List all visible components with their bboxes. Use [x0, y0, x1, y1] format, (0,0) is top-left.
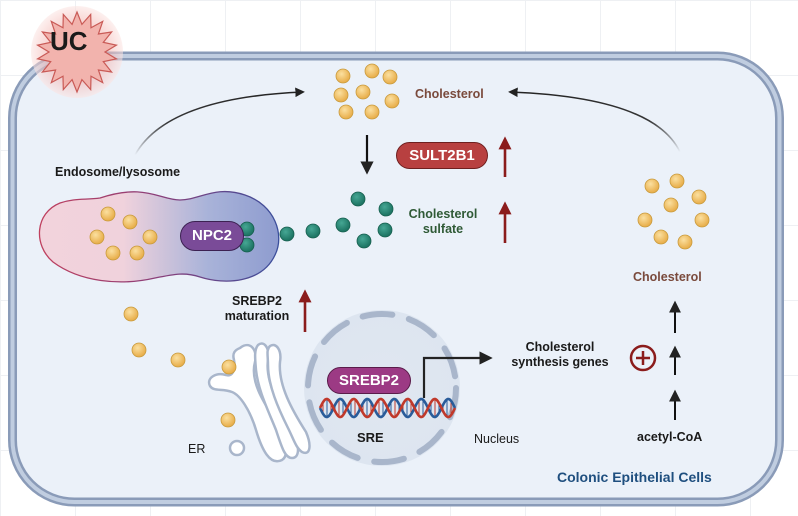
nucleus-label: Nucleus [474, 432, 520, 446]
cholesterol-molecule [100, 206, 116, 222]
cholesterol-sulfate-line2: sulfate [422, 222, 464, 236]
synthesis-genes-line2: synthesis genes [511, 355, 609, 369]
cholesterol-sulfate-molecule [335, 217, 351, 233]
dna-double-helix [318, 397, 457, 419]
synthesis-genes-line1: Cholesterol [525, 340, 595, 354]
cholesterol-molecule [89, 229, 105, 245]
cholesterol-molecule [338, 104, 354, 120]
cell-type-label: Colonic Epithelial Cells [557, 469, 712, 485]
transcription-arrow [422, 351, 493, 398]
endoplasmic-reticulum [207, 342, 311, 463]
er-label: ER [188, 442, 206, 456]
cholesterol-sulfate-molecule [279, 226, 295, 242]
cholesterol-molecule [355, 84, 371, 100]
cholesterol-label-top: Cholesterol [415, 87, 484, 101]
acetyl-coa-label: acetyl-CoA [637, 430, 703, 444]
endosome-lysosome-label: Endosome/lysosome [55, 165, 181, 179]
synthesis-genes-label: Cholesterol synthesis genes [505, 340, 615, 370]
cholesterol-molecule [170, 352, 186, 368]
cholesterol-sulfate-line1: Cholesterol [408, 207, 478, 221]
cholesterol-molecule [382, 69, 398, 85]
npc2-protein: NPC2 [180, 221, 244, 251]
cholesterol-molecule [220, 412, 236, 428]
cholesterol-molecule [335, 68, 351, 84]
cholesterol-molecule [653, 229, 669, 245]
cholesterol-molecule [129, 245, 145, 261]
cholesterol-sulfate-molecule [356, 233, 372, 249]
cholesterol-molecule [364, 63, 380, 79]
cholesterol-molecule [142, 229, 158, 245]
srebp2-maturation-line2: maturation [224, 309, 290, 323]
sult2b1-protein: SULT2B1 [396, 142, 488, 169]
uc-badge [31, 6, 123, 98]
plus-promotion-icon [629, 344, 657, 372]
cholesterol-molecule [677, 234, 693, 250]
cholesterol-molecule [123, 306, 139, 322]
cholesterol-molecule [691, 189, 707, 205]
srebp2-maturation-label: SREBP2 maturation [222, 294, 292, 324]
srebp2-protein: SREBP2 [327, 367, 411, 394]
cholesterol-sulfate-molecule [305, 223, 321, 239]
arc-arrow-left [134, 87, 305, 156]
cholesterol-molecule [364, 104, 380, 120]
cholesterol-molecule [105, 245, 121, 261]
cholesterol-sulfate-label: Cholesterol sulfate [408, 207, 478, 237]
cholesterol-molecule [122, 214, 138, 230]
cholesterol-sulfate-molecule [378, 201, 394, 217]
cholesterol-molecule [131, 342, 147, 358]
cholesterol-molecule [221, 359, 237, 375]
sre-label: SRE [357, 430, 384, 445]
cholesterol-molecule [384, 93, 400, 109]
cholesterol-molecule [637, 212, 653, 228]
cholesterol-molecule [644, 178, 660, 194]
cholesterol-sulfate-molecule [350, 191, 366, 207]
cholesterol-sulfate-molecule [377, 222, 393, 238]
cell-membrane [8, 51, 784, 507]
cholesterol-molecule [694, 212, 710, 228]
endosome-lysosome [38, 190, 280, 283]
dna-strand [318, 397, 457, 419]
cholesterol-molecule [669, 173, 685, 189]
arc-arrow-right [508, 87, 681, 153]
cholesterol-molecule [663, 197, 679, 213]
cholesterol-label-right: Cholesterol [633, 270, 702, 284]
uc-badge-label: UC [50, 26, 88, 56]
srebp2-maturation-line1: SREBP2 [231, 294, 283, 308]
cholesterol-molecule [333, 87, 349, 103]
